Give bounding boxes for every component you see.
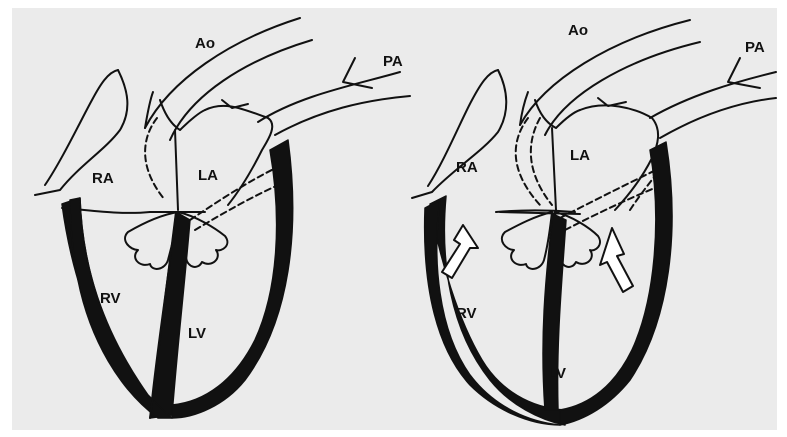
right-label-ra: RA bbox=[456, 159, 478, 176]
right-label-rv: RV bbox=[456, 305, 477, 322]
right-label-ao: Ao bbox=[568, 22, 588, 39]
left-label-lv: LV bbox=[188, 325, 206, 342]
right-label-pa: PA bbox=[745, 39, 765, 56]
left-label-pa: PA bbox=[383, 53, 403, 70]
right-label-lv: LV bbox=[548, 365, 566, 382]
left-label-la: LA bbox=[198, 167, 218, 184]
right-label-la: LA bbox=[570, 147, 590, 164]
left-label-ao: Ao bbox=[195, 35, 215, 52]
left-label-ra: RA bbox=[92, 170, 114, 187]
left-label-rv: RV bbox=[100, 290, 121, 307]
